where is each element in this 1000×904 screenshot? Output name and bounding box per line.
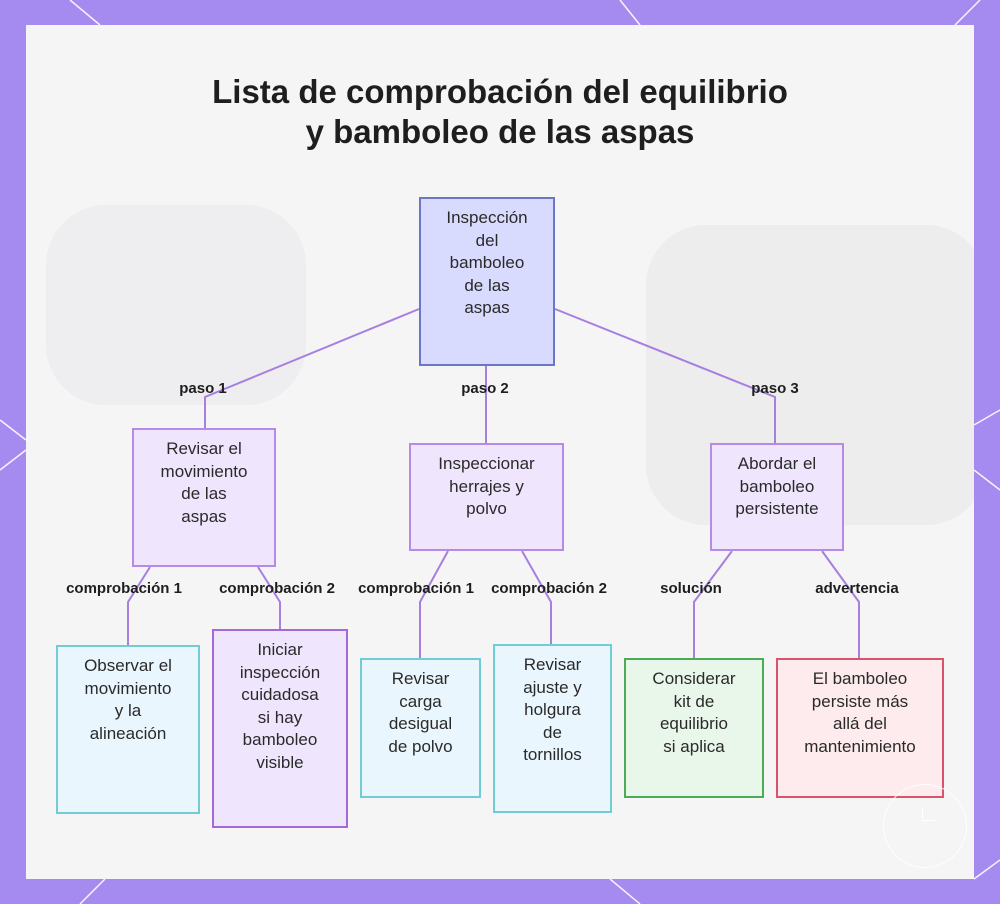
node-text-line: polvo — [466, 499, 507, 518]
node-text-line: desigual — [388, 714, 453, 733]
title-line: y bamboleo de las aspas — [305, 113, 695, 150]
node-text-line: de las — [464, 275, 510, 295]
edge-label-paso-3: paso 3 — [751, 380, 799, 397]
edge-label-solucion: solución — [660, 580, 722, 597]
edge-label-comprobacion-1b: comprobación 2 — [219, 580, 335, 597]
node-text-line: carga — [399, 691, 442, 711]
node-step-1: Revisar el movimiento de las aspas — [132, 428, 276, 567]
node-text-line: Revisar el — [166, 439, 242, 458]
node-text-line: aspas — [181, 506, 227, 526]
node-check-1b: Iniciar inspección cuidadosa si hay bamb… — [212, 629, 348, 828]
edge-paso-3 — [554, 308, 776, 443]
node-text-line: mantenimiento — [804, 736, 916, 756]
node-root-inspeccion: Inspección del bamboleo de las aspas — [419, 197, 555, 366]
node-check-2a: Revisar carga desigual de polvo — [360, 658, 481, 798]
watermark-mark-icon — [922, 808, 935, 821]
node-text-line: Considerar — [652, 669, 736, 688]
node-text-line: bamboleo — [449, 253, 525, 272]
diagram-title: Lista de comprobación del equilibrio y b… — [0, 72, 1000, 152]
node-text-line: allá del — [833, 714, 887, 733]
node-text-line: si hay — [257, 707, 303, 727]
node-text-line: Revisar — [523, 655, 582, 674]
node-text-line: bamboleo — [242, 730, 318, 749]
node-text: Revisar el movimiento de las aspas — [161, 438, 248, 528]
node-text-line: alineación — [89, 723, 167, 743]
node-text-line: bamboleo — [739, 476, 815, 496]
node-text: Inspeccionar herrajes y polvo — [438, 453, 534, 521]
node-text-line: persiste más — [811, 691, 909, 711]
node-text-line: Inspección — [446, 208, 528, 227]
node-text-line: persistente — [735, 499, 819, 518]
background-shape — [46, 205, 306, 405]
node-text-line: herrajes y — [449, 476, 524, 496]
node-text-line: Abordar el — [737, 454, 817, 473]
node-text: Considerar kit de equilibrio si aplica — [652, 668, 735, 758]
node-check-2b: Revisar ajuste y holgura de tornillos — [493, 644, 612, 813]
node-step-2: Inspeccionar herrajes y polvo — [409, 443, 564, 551]
node-text: Iniciar inspección cuidadosa si hay bamb… — [240, 639, 320, 774]
title-line: Lista de comprobación del equilibrio — [212, 73, 788, 110]
node-text: Inspección del bamboleo de las aspas — [446, 207, 527, 320]
node-text-line: y la — [114, 701, 142, 720]
node-text-line: de — [543, 722, 562, 742]
node-text-line: Iniciar — [257, 640, 303, 659]
watermark-badge-icon — [883, 784, 967, 868]
edge-comprobacion-1b — [257, 566, 281, 629]
node-solution: Considerar kit de equilibrio si aplica — [624, 658, 764, 798]
node-step-3: Abordar el bamboleo persistente — [710, 443, 844, 551]
node-text-line: del — [475, 230, 499, 250]
edge-label-comprobacion-2b: comprobación 2 — [491, 580, 607, 597]
node-text-line: de polvo — [388, 736, 453, 756]
edge-comprobacion-1a — [127, 566, 151, 645]
node-text-line: movimiento — [84, 678, 172, 698]
node-text-line: holgura — [524, 700, 581, 719]
edge-comprobacion-2a — [419, 550, 449, 658]
edge-label-comprobacion-2a: comprobación 1 — [358, 580, 474, 597]
node-text-line: visible — [256, 752, 304, 772]
node-text: Revisar ajuste y holgura de tornillos — [523, 654, 582, 767]
node-text-line: de las — [181, 484, 227, 503]
node-text-line: Revisar — [391, 669, 450, 688]
node-check-1a: Observar el movimiento y la alineación — [56, 645, 200, 814]
node-text: El bamboleo persiste más allá del manten… — [804, 668, 916, 758]
edge-comprobacion-2b — [521, 550, 552, 644]
edge-label-advertencia: advertencia — [815, 580, 899, 597]
node-warning: El bamboleo persiste más allá del manten… — [776, 658, 944, 798]
node-text-line: inspección — [239, 662, 321, 682]
node-text-line: movimiento — [160, 461, 248, 481]
node-text-line: kit de — [673, 691, 715, 711]
node-text-line: Observar el — [84, 656, 172, 675]
edge-label-paso-1: paso 1 — [179, 380, 227, 397]
node-text-line: si aplica — [663, 736, 725, 756]
node-text: Abordar el bamboleo persistente — [735, 453, 818, 521]
node-text-line: cuidadosa — [241, 685, 319, 704]
node-text-line: El bamboleo — [812, 669, 908, 688]
node-text: Revisar carga desigual de polvo — [388, 668, 452, 758]
node-text-line: ajuste y — [523, 677, 582, 697]
node-text-line: Inspeccionar — [438, 454, 535, 473]
edge-label-comprobacion-1a: comprobación 1 — [66, 580, 182, 597]
node-text-line: aspas — [464, 298, 510, 317]
edge-solucion — [693, 550, 733, 658]
node-text-line: tornillos — [523, 745, 582, 764]
node-text: Observar el movimiento y la alineación — [84, 655, 172, 745]
edge-paso-1 — [204, 308, 420, 428]
edge-label-paso-2: paso 2 — [461, 380, 509, 397]
node-text-line: equilibrio — [659, 714, 729, 733]
edge-advertencia — [821, 550, 860, 658]
